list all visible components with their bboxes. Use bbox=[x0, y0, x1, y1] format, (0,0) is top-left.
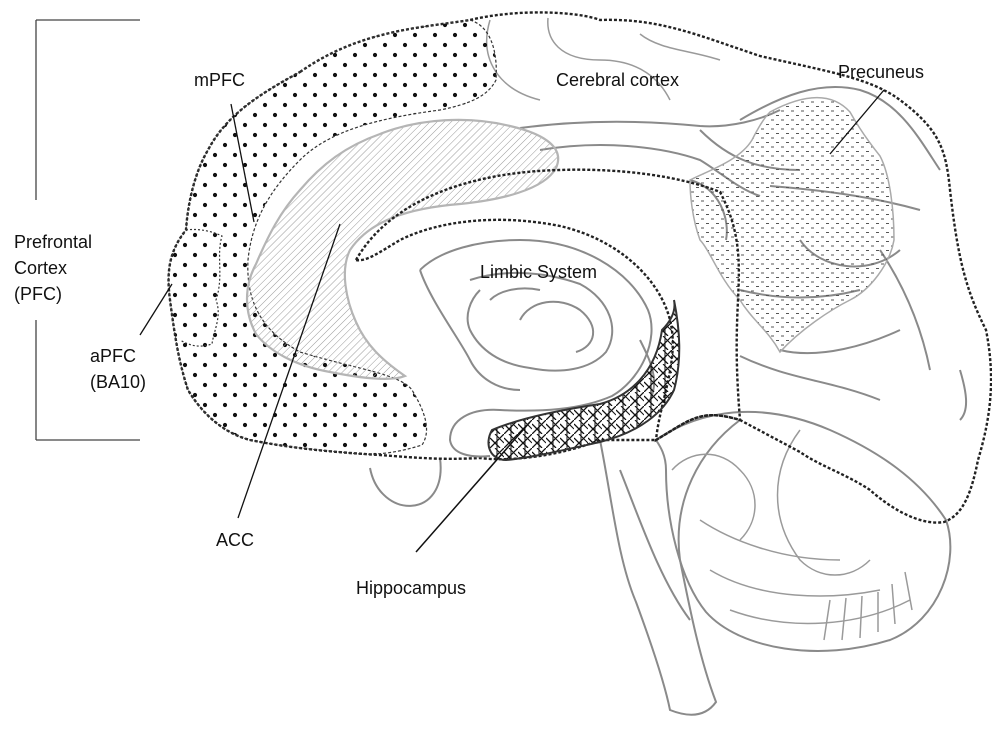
pfc-label-line2: Cortex bbox=[14, 258, 67, 278]
brainstem-cerebellum bbox=[370, 412, 950, 715]
cerebral-cortex-label: Cerebral cortex bbox=[556, 70, 679, 90]
precuneus-region bbox=[690, 98, 894, 352]
limbic-system-label: Limbic System bbox=[480, 262, 597, 282]
pfc-label-line3: (PFC) bbox=[14, 284, 62, 304]
hippocampus-label: Hippocampus bbox=[356, 578, 466, 598]
mpfc-label: mPFC bbox=[194, 70, 245, 90]
precuneus-label: Precuneus bbox=[838, 62, 924, 82]
apfc-label-line2: (BA10) bbox=[90, 372, 146, 392]
acc-label: ACC bbox=[216, 530, 254, 550]
apfc-leader bbox=[140, 284, 172, 335]
apfc-label-line1: aPFC bbox=[90, 346, 136, 366]
pfc-label-line1: Prefrontal bbox=[14, 232, 92, 252]
hippocampus-leader bbox=[416, 422, 530, 552]
